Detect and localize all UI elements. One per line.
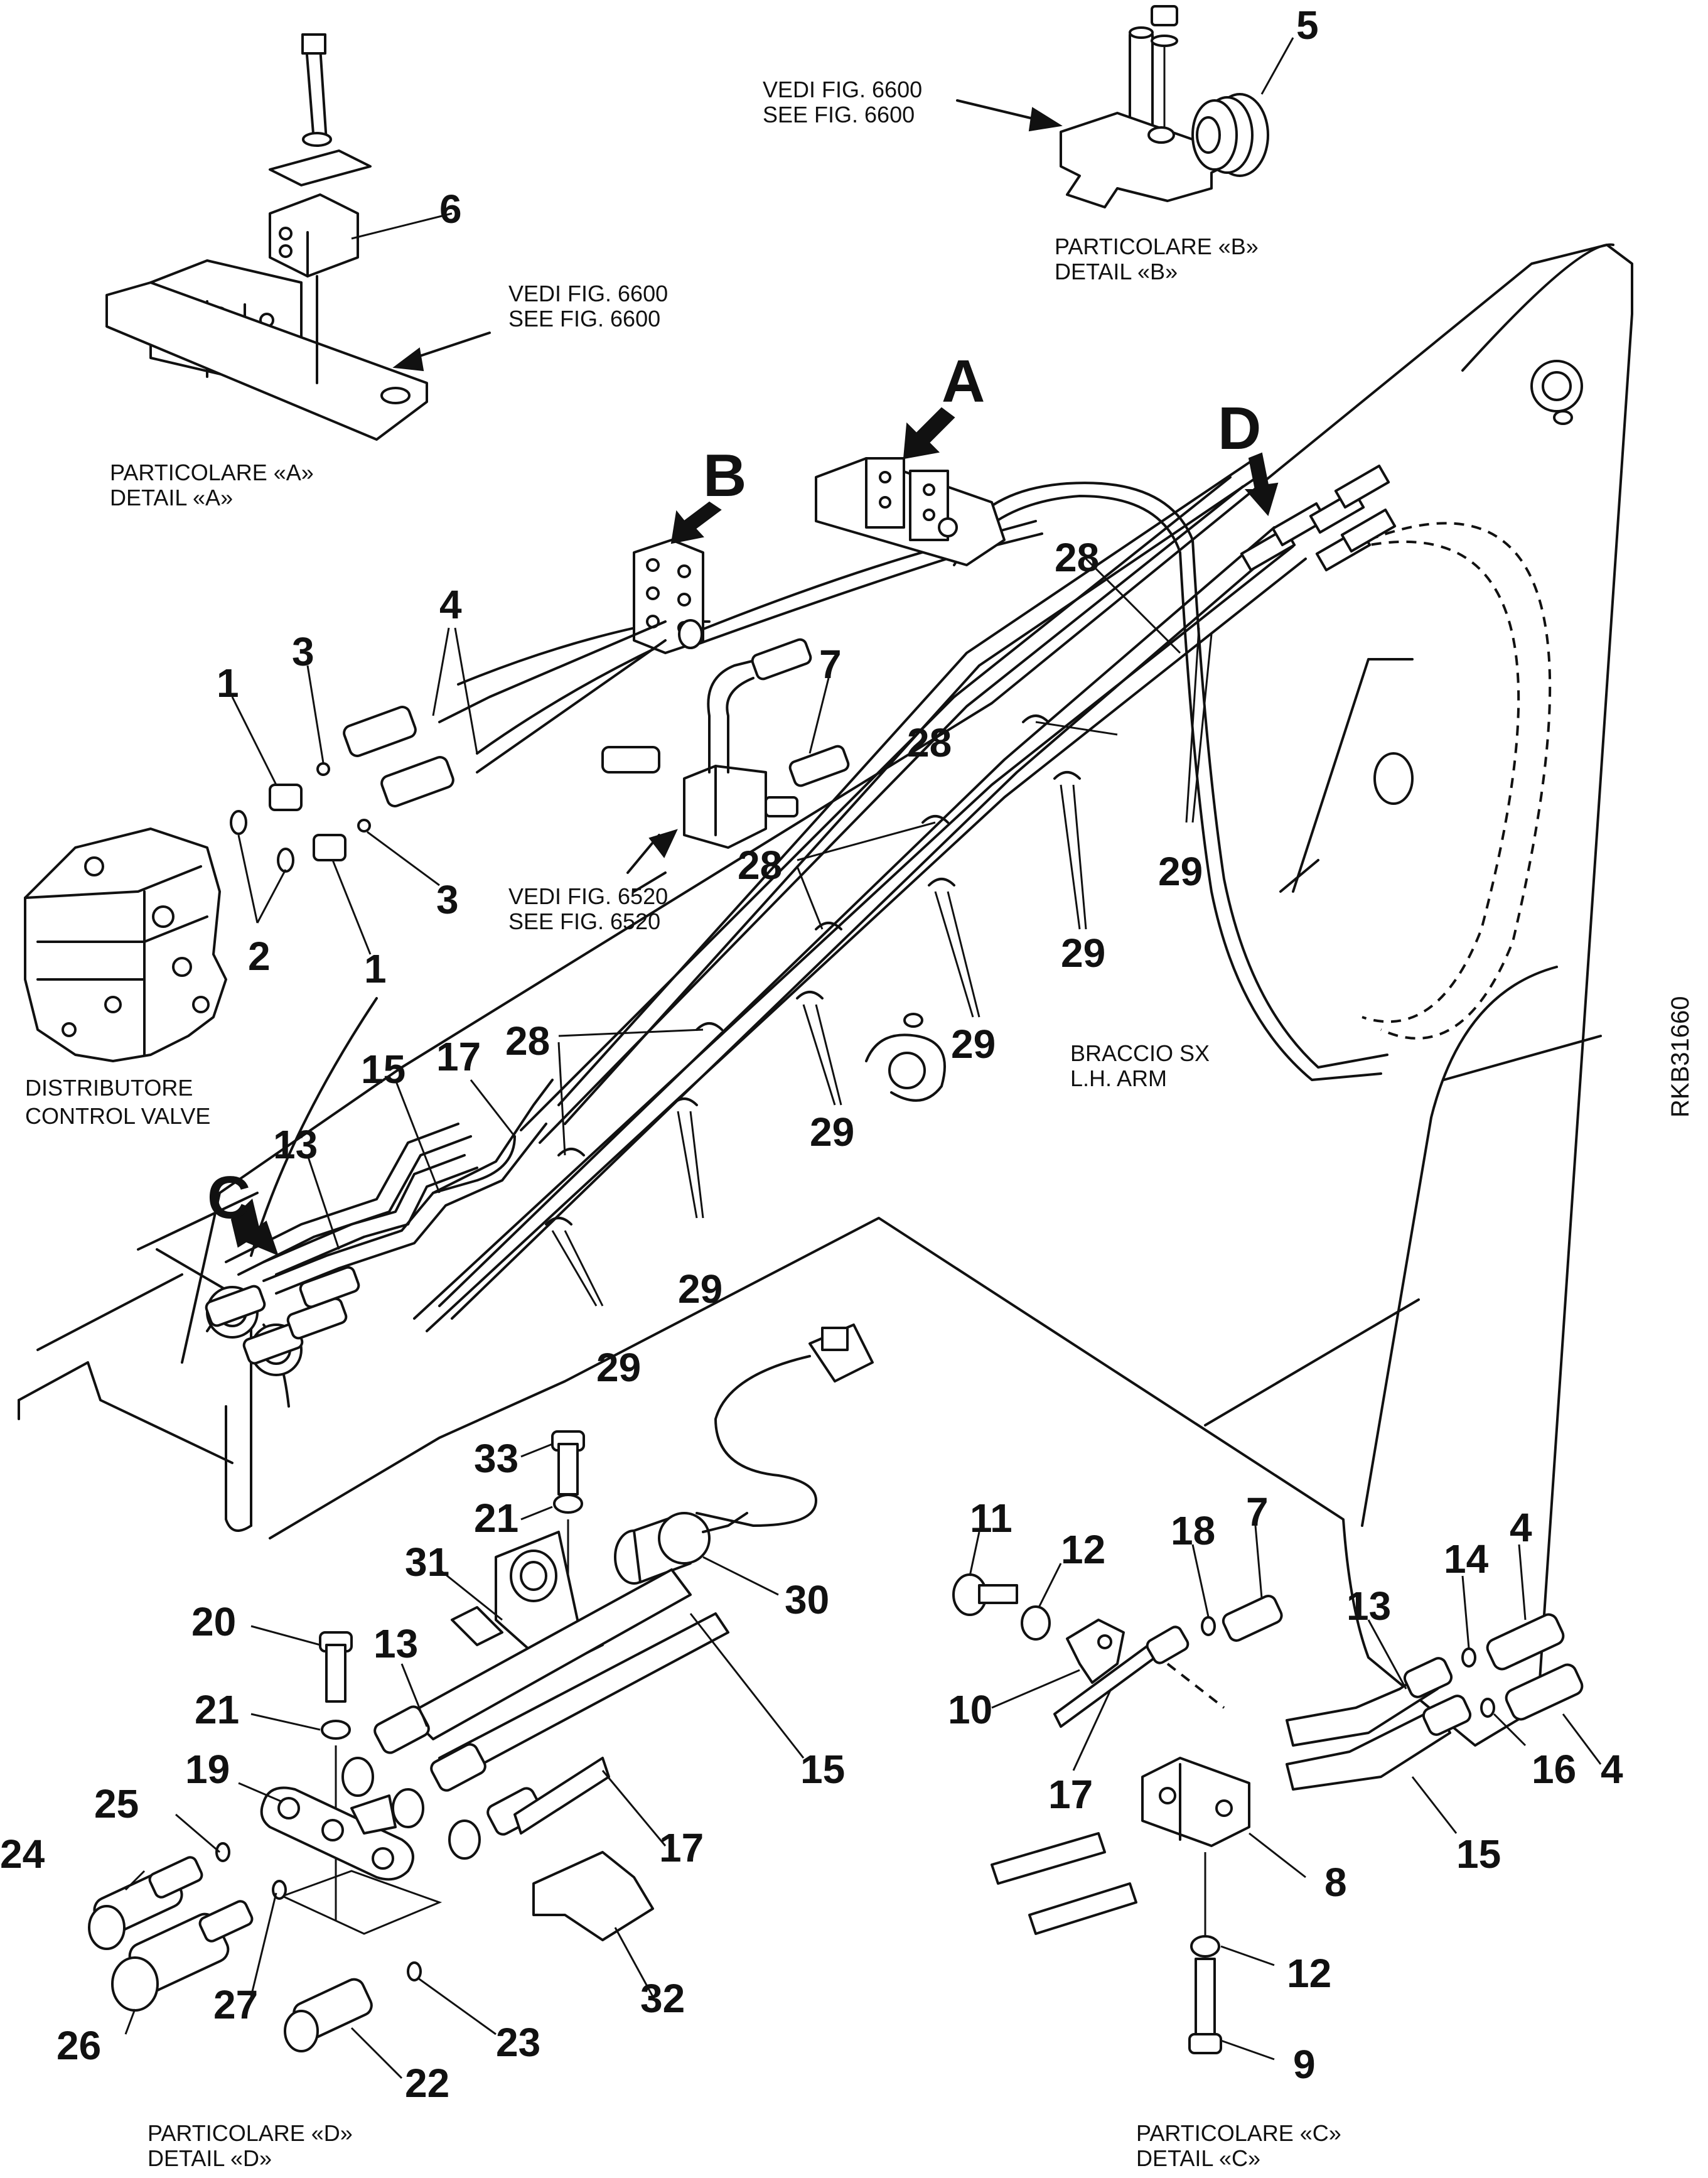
callout-17: 17 [659, 1825, 704, 1870]
callout-26: 26 [56, 2023, 101, 2068]
callout-31: 31 [405, 1539, 449, 1585]
callout-13: 13 [1346, 1583, 1391, 1629]
callout-22: 22 [405, 2061, 449, 2106]
detail-a-caption-en: DETAIL «A» [110, 485, 233, 510]
callout-28: 28 [1055, 535, 1099, 580]
detail-c-caption-en: DETAIL «C» [1136, 2145, 1260, 2171]
drawing-code: RKB31660 [1667, 996, 1694, 1118]
detail-c-assembly [952, 1573, 1584, 2054]
callout-29: 29 [1061, 930, 1105, 976]
detail-b-caption-it: PARTICOLARE «B» [1055, 234, 1259, 259]
callout-15: 15 [361, 1047, 406, 1092]
callout-25: 25 [94, 1781, 139, 1826]
callout-4: 4 [1601, 1747, 1623, 1792]
callout-1: 1 [364, 946, 387, 991]
detail-letter-c: C [207, 1164, 250, 1231]
callout-17: 17 [1048, 1772, 1093, 1817]
detail-a-assembly [105, 33, 428, 441]
callout-5: 5 [1296, 3, 1319, 48]
callout-29: 29 [810, 1109, 854, 1155]
callout-4: 4 [439, 582, 462, 627]
detail-pointer-arrows [230, 407, 1279, 1256]
callout-3: 3 [292, 629, 314, 674]
callout-29: 29 [596, 1345, 641, 1390]
callout-33: 33 [474, 1436, 518, 1481]
callout-4: 4 [1510, 1505, 1532, 1550]
callout-29: 29 [951, 1022, 996, 1067]
callout-6: 6 [439, 186, 462, 232]
callout-3: 3 [436, 877, 459, 922]
callout-8: 8 [1324, 1860, 1347, 1905]
callout-18: 18 [1171, 1508, 1215, 1553]
callout-32: 32 [640, 1976, 685, 2021]
valve-fittings [230, 620, 667, 873]
control-valve-block [24, 828, 227, 1062]
callout-29: 29 [1158, 849, 1203, 894]
callout-12: 12 [1287, 1951, 1331, 1996]
see-fig-6520-it: VEDI FIG. 6520 [508, 883, 668, 909]
detail-b-caption-en: DETAIL «B» [1055, 259, 1178, 284]
callout-17: 17 [436, 1034, 481, 1079]
detail-d-caption-it: PARTICOLARE «D» [148, 2120, 353, 2146]
callout-13: 13 [373, 1621, 418, 1666]
callout-15: 15 [1456, 1831, 1501, 1877]
callout-27: 27 [213, 1982, 258, 2027]
control-valve-label-en: CONTROL VALVE [25, 1103, 210, 1129]
lh-arm-label-en: L.H. ARM [1070, 1065, 1167, 1091]
see-fig-6600-a-it: VEDI FIG. 6600 [508, 281, 668, 306]
detail-a-location [815, 457, 1006, 566]
callout-1: 1 [217, 660, 239, 706]
callout-24: 24 [0, 1831, 45, 1877]
callout-28: 28 [505, 1018, 550, 1064]
callout-16: 16 [1532, 1747, 1576, 1792]
callout-20: 20 [191, 1599, 236, 1644]
callout-28: 28 [907, 720, 952, 765]
detail-b-assembly [1060, 5, 1269, 208]
callout-21: 21 [195, 1687, 239, 1732]
arm-hydraulic-tubes [413, 457, 1552, 1332]
callout-7: 7 [1246, 1489, 1269, 1534]
detail-letter-d: D [1218, 395, 1261, 462]
callout-29: 29 [678, 1266, 722, 1312]
lh-arm [18, 243, 1633, 1747]
detail-a-caption-it: PARTICOLARE «A» [110, 460, 314, 485]
callout-21: 21 [474, 1496, 518, 1541]
detail-d-assembly [88, 1324, 874, 2052]
front-connectors-c [205, 1079, 554, 1376]
lh-arm-label-it: BRACCIO SX [1070, 1040, 1210, 1066]
callout-10: 10 [948, 1687, 992, 1732]
see-fig-6600-b-en: SEE FIG. 6600 [763, 102, 915, 127]
see-fig-6600-a-en: SEE FIG. 6600 [508, 306, 660, 332]
callout-30: 30 [785, 1577, 829, 1622]
callout-15: 15 [800, 1747, 845, 1792]
valve-6520 [601, 638, 850, 849]
callout-11: 11 [970, 1496, 1012, 1541]
callout-13: 13 [273, 1122, 318, 1167]
callout-28: 28 [738, 843, 782, 888]
detail-d-caption-en: DETAIL «D» [148, 2145, 272, 2171]
see-fig-6600-b-it: VEDI FIG. 6600 [763, 77, 922, 102]
callout-12: 12 [1061, 1527, 1105, 1572]
detail-b-location [633, 539, 704, 654]
callout-23: 23 [496, 2020, 540, 2065]
callout-9: 9 [1293, 2042, 1316, 2087]
callout-7: 7 [819, 642, 842, 687]
leader-lines [124, 37, 1602, 2079]
detail-letter-a: A [942, 348, 985, 415]
detail-letter-b: B [703, 442, 746, 509]
control-valve-label-it: DISTRIBUTORE [25, 1075, 193, 1101]
callout-2: 2 [248, 934, 271, 979]
callout-19: 19 [185, 1747, 230, 1792]
callout-14: 14 [1444, 1536, 1489, 1582]
detail-c-caption-it: PARTICOLARE «C» [1136, 2120, 1341, 2146]
see-fig-6520-en: SEE FIG. 6520 [508, 908, 660, 934]
